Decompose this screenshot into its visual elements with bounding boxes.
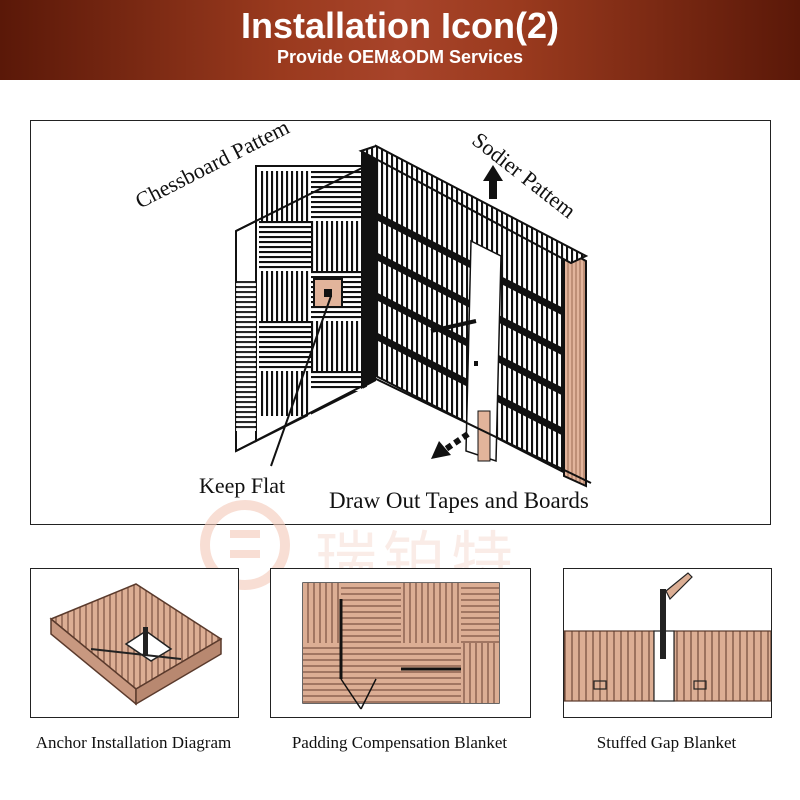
- corner-wall-illustration: [235, 144, 592, 488]
- main-diagram-panel: Chessboard Pattem Sodier Pattem Keep Fla…: [30, 114, 771, 525]
- up-arrow-icon: [483, 165, 503, 199]
- header-banner: Installation Icon(2) Provide OEM&ODM Ser…: [0, 0, 800, 80]
- padding-panel: [270, 568, 531, 718]
- left-arrows-icon: [430, 319, 478, 366]
- left-wall-chessboard: [235, 165, 367, 453]
- anchor-panel: [30, 568, 239, 718]
- padding-blanket-illustration: [302, 582, 500, 710]
- label-draw-out: Draw Out Tapes and Boards: [329, 488, 589, 513]
- caption-anchor: Anchor Installation Diagram: [35, 733, 232, 752]
- page-subtitle: Provide OEM&ODM Services: [276, 47, 524, 67]
- caption-gap: Stuffed Gap Blanket: [596, 733, 737, 752]
- caption-padding: Padding Compensation Blanket: [291, 733, 508, 752]
- draw-out-arrow-icon: [431, 431, 470, 459]
- gap-blanket-illustration: [564, 572, 771, 702]
- anchor-blanket-illustration: [49, 583, 223, 706]
- label-keep-flat: Keep Flat: [199, 473, 286, 498]
- keep-flat-pointer: [270, 295, 332, 467]
- gap-panel: [563, 568, 772, 718]
- page-title: Installation Icon(2): [240, 5, 560, 46]
- right-wall-soldier: [358, 144, 589, 488]
